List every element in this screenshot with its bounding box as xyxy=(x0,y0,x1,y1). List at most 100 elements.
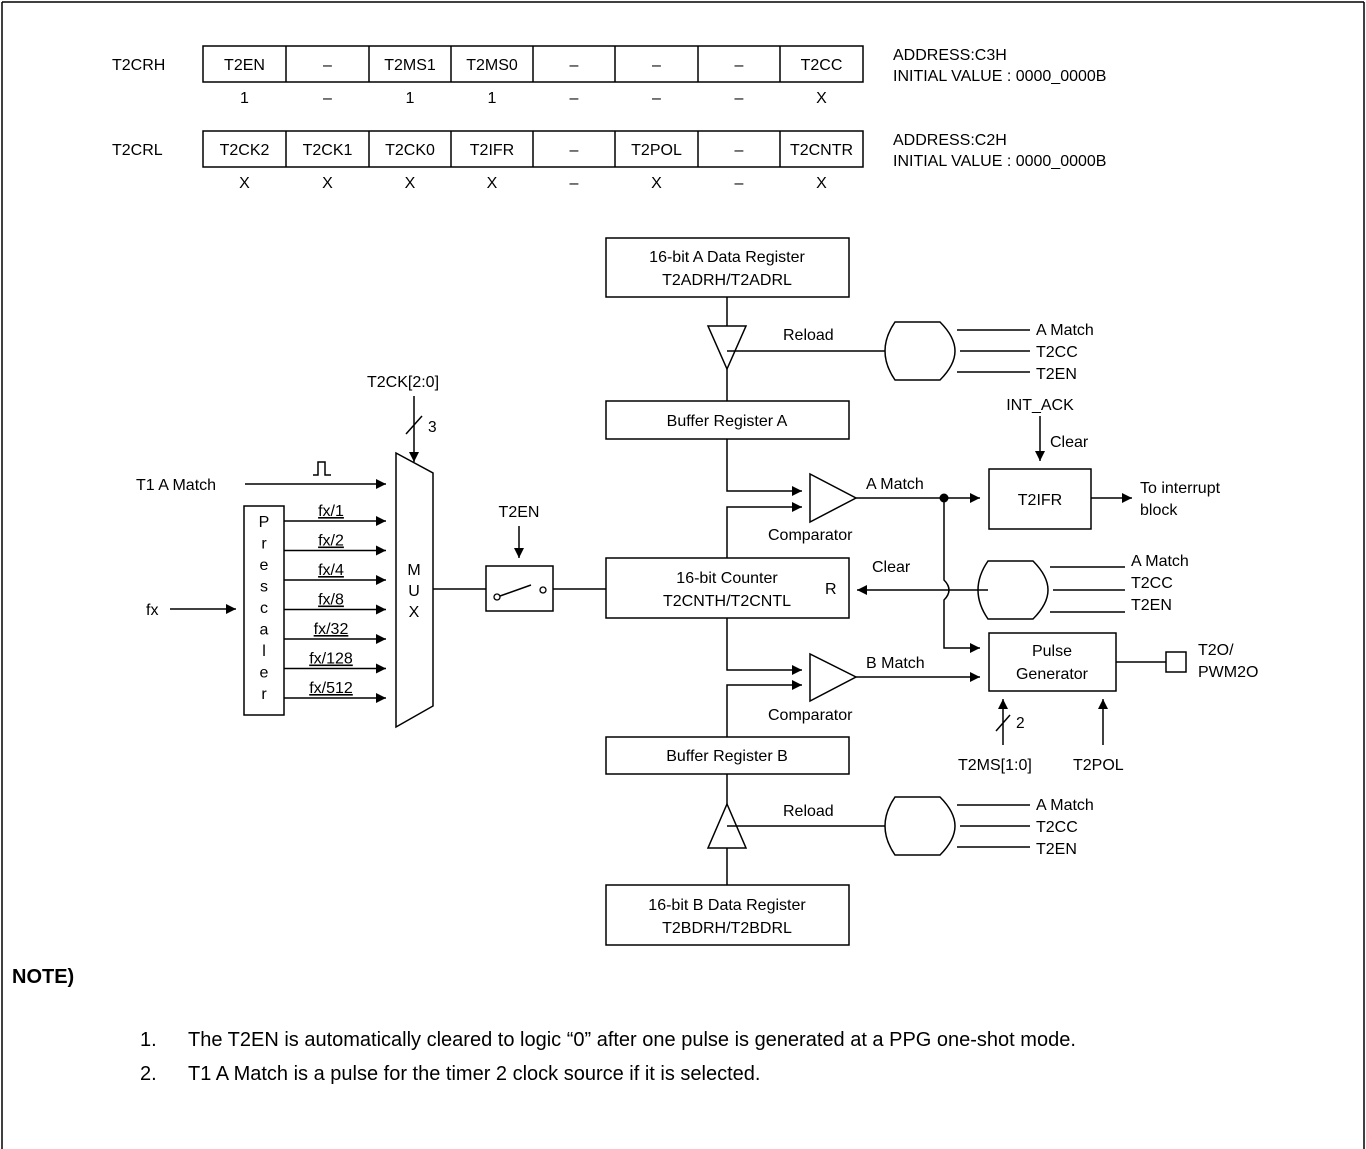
register-bit: T2CNTR xyxy=(790,142,853,159)
prescaler-output-label: fx/2 xyxy=(318,533,344,550)
comparator-a xyxy=(809,472,858,524)
prescaler-outputs: fx/1 fx/2 fx/4 fx/8 fx/32 fx/128 fx/512 xyxy=(284,503,386,703)
register-bit: T2IFR xyxy=(470,142,514,159)
a-match-label: A Match xyxy=(866,476,924,493)
prescaler-output-label: fx/128 xyxy=(309,651,353,668)
switch-contact-left xyxy=(493,593,501,601)
reload-b-label: Reload xyxy=(783,803,834,820)
t2ck-label: T2CK[2:0] xyxy=(367,374,439,391)
note-item: 2.T1 A Match is a pulse for the timer 2 … xyxy=(140,1061,1320,1087)
b-data-register-name: T2BDRH/T2BDRL xyxy=(662,920,792,937)
register-bit-value: – xyxy=(652,90,661,107)
register-bit: T2CK2 xyxy=(220,142,270,159)
note-number: 2. xyxy=(140,1063,157,1085)
pulse-generator-label: Pulse xyxy=(1032,643,1072,660)
note-text: The T2EN is automatically cleared to log… xyxy=(188,1029,1076,1051)
counter-clear-label: Clear xyxy=(872,559,911,576)
comparator-a-label: Comparator xyxy=(768,527,853,544)
fx-label: fx xyxy=(146,602,158,619)
reload-a-buffer-triangle xyxy=(706,325,748,371)
register-bit: – xyxy=(323,57,332,74)
buffer-b-to-comparator-line xyxy=(726,680,802,737)
or-gate-reload-b xyxy=(884,796,956,856)
a-data-register xyxy=(605,237,850,298)
a-match-to-pulse-line xyxy=(943,498,980,653)
switch-blade xyxy=(499,584,532,597)
register-bit: T2CC xyxy=(801,57,843,74)
note-list: 1.The T2EN is automatically cleared to l… xyxy=(140,1027,1320,1095)
reload-a-label: Reload xyxy=(783,327,834,344)
or1-a-match-label: A Match xyxy=(1036,322,1094,339)
a-data-register-name: T2ADRH/T2ADRL xyxy=(662,272,792,289)
register-bit-value: X xyxy=(816,90,827,107)
prescaler-box xyxy=(243,505,285,716)
t2ifr-flag-box xyxy=(988,468,1092,530)
or2-t2en-label: T2EN xyxy=(1131,597,1172,614)
register-name: T2CRH xyxy=(112,57,165,74)
register-bit: – xyxy=(570,57,579,74)
register-bit: – xyxy=(735,57,744,74)
prescaler-output-label: fx/1 xyxy=(318,503,344,520)
note-item: 1.The T2EN is automatically cleared to l… xyxy=(140,1027,1320,1053)
t1-a-match-label: T1 A Match xyxy=(136,477,216,494)
b-data-register-label: 16-bit B Data Register xyxy=(648,897,806,914)
mux-label: MUX xyxy=(407,562,420,621)
or-gate-counter-clear xyxy=(977,560,1049,620)
register-bit: T2POL xyxy=(631,142,682,159)
prescaler-output-label: fx/512 xyxy=(309,680,353,697)
t2ms-label: T2MS[1:0] xyxy=(958,757,1032,774)
register-bit: T2CK1 xyxy=(303,142,353,159)
b-match-label: B Match xyxy=(866,655,925,672)
counter-register xyxy=(605,557,850,619)
output-pin-label-2: PWM2O xyxy=(1198,664,1258,681)
counter-reset-label: R xyxy=(825,581,837,598)
comparator-b xyxy=(809,652,858,703)
or1-t2cc-label: T2CC xyxy=(1036,344,1078,361)
buffer-a-to-comparator-line xyxy=(726,439,802,496)
t2ms-width-label: 2 xyxy=(1016,715,1025,732)
prescaler-output-label: fx/32 xyxy=(314,621,349,638)
or3-a-match-label: A Match xyxy=(1036,797,1094,814)
output-pin-icon xyxy=(1165,651,1187,673)
register-bit-value: – xyxy=(323,90,332,107)
buffer-register-a-label: Buffer Register A xyxy=(667,413,788,430)
prescaler-output-label: fx/4 xyxy=(318,562,344,579)
int-ack-label: INT_ACK xyxy=(1006,397,1074,414)
register-bit-value: X xyxy=(322,175,333,192)
prescaler-letter: r xyxy=(261,536,267,553)
or3-t2en-label: T2EN xyxy=(1036,841,1077,858)
register-bit-value: X xyxy=(651,175,662,192)
counter-to-comparator-a-line xyxy=(726,502,802,558)
pulse-generator-label-2: Generator xyxy=(1016,666,1089,683)
or2-t2cc-label: T2CC xyxy=(1131,575,1173,592)
mux-letter: U xyxy=(408,583,420,600)
register-initial-value: INITIAL VALUE : 0000_0000B xyxy=(893,153,1106,170)
switch-contact-right xyxy=(539,586,547,594)
a-data-register-label: 16-bit A Data Register xyxy=(649,249,805,266)
pulse-waveform-icon xyxy=(313,461,331,476)
register-bit-value: X xyxy=(239,175,250,192)
register-bit-value: 1 xyxy=(240,90,249,107)
register-bit: T2MS0 xyxy=(466,57,518,74)
counter-name: T2CNTH/T2CNTL xyxy=(663,593,791,610)
register-bit: – xyxy=(735,142,744,159)
prescaler-output-label: fx/8 xyxy=(318,592,344,609)
or2-a-match-label: A Match xyxy=(1131,553,1189,570)
register-bit: T2CK0 xyxy=(385,142,435,159)
b-data-register xyxy=(605,884,850,946)
t2ifr-clear-label: Clear xyxy=(1050,434,1089,451)
register-bit: – xyxy=(652,57,661,74)
t2pol-label: T2POL xyxy=(1073,757,1124,774)
prescaler-letter: e xyxy=(260,557,269,574)
register-bit: – xyxy=(570,142,579,159)
prescaler-letter: c xyxy=(260,600,268,617)
mux-letter: M xyxy=(407,562,420,579)
buffer-register-a xyxy=(605,400,850,440)
counter-to-comparator-b-line xyxy=(726,618,802,675)
register-address: ADDRESS:C2H xyxy=(893,132,1007,149)
register-bit-value: – xyxy=(735,175,744,192)
register-bit-value: 1 xyxy=(406,90,415,107)
output-pin-label: T2O/ xyxy=(1198,642,1234,659)
register-bit-value: X xyxy=(405,175,416,192)
